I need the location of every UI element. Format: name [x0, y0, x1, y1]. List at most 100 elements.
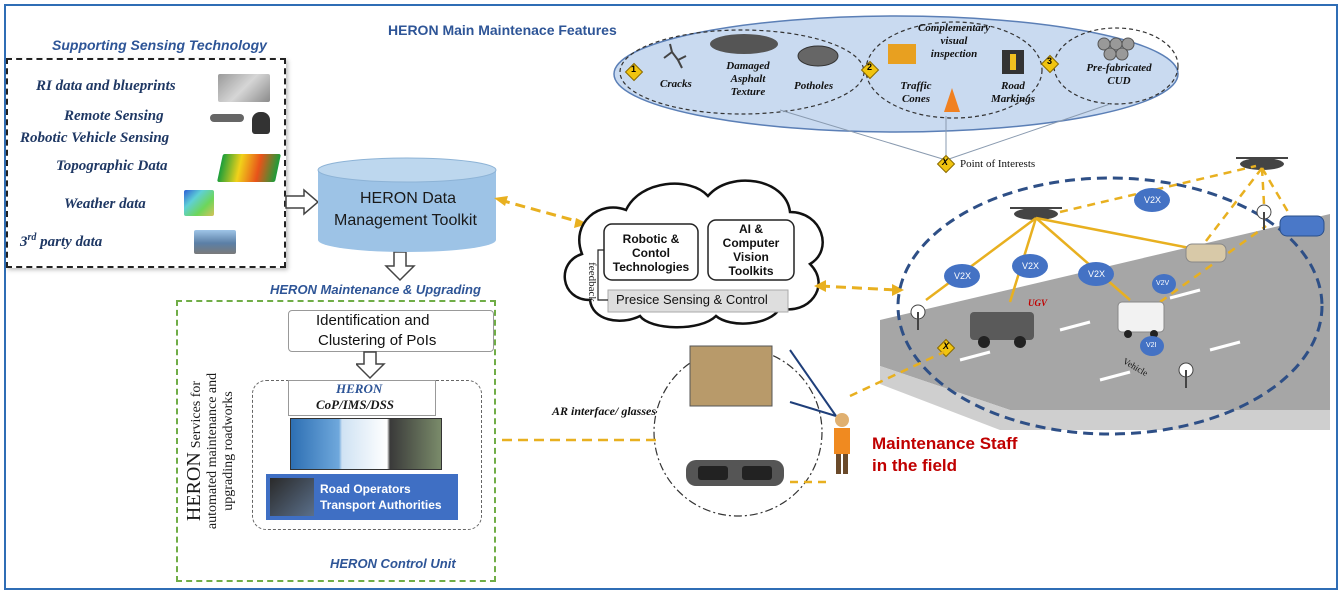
feedback-bracket: [597, 249, 608, 301]
asphalt-label: Damaged Asphalt Texture: [718, 60, 778, 99]
ai-line3: Vision: [733, 250, 769, 264]
markings-label: Road Markings: [988, 80, 1038, 106]
cud-line2: CUD: [1107, 75, 1131, 87]
cracks-image: [663, 43, 687, 69]
visual-line1: Complementary: [917, 22, 991, 34]
ugv-vehicle-icon: [970, 312, 1034, 348]
cop-label-box: [288, 380, 436, 416]
v2x-ellipse-2: [1012, 254, 1048, 278]
operators-line1: Road Operators: [320, 482, 411, 496]
badge-1: 1: [631, 64, 637, 74]
cloud-scene-arrowhead-right: [892, 284, 904, 296]
cud-group-ellipse: [1053, 27, 1179, 105]
ai-line4: Toolkits: [728, 264, 774, 278]
asphalt-line3: Texture: [730, 86, 766, 98]
ugv-label: UGV: [1028, 298, 1048, 308]
sensing-label: Presice Sensing & Control: [616, 292, 768, 307]
ar-interface-label: AR interface/ glasses: [552, 404, 656, 418]
third-party-image: [194, 230, 236, 254]
identification-line1: Identification and: [316, 312, 430, 329]
lane-marking-3: [1169, 288, 1201, 300]
visual-inspection-label: Complementary visual inspection: [904, 22, 1004, 61]
v2x-ellipse-1: [944, 264, 980, 288]
source-remote-sensing: Remote Sensing: [64, 108, 164, 124]
sensor-device-icon: [252, 112, 270, 134]
diagram-title: HERON Main Maintenace Features: [388, 22, 617, 38]
toolkit-cloud-link: [499, 198, 581, 224]
visual-line2: visual: [940, 35, 968, 47]
poi-line-right: [945, 103, 1111, 161]
staff-line1: Maintenance Staff: [872, 434, 1018, 453]
maintenance-heading: HERON Maintenance & Upgrading: [270, 282, 481, 297]
supporting-heading: Supporting Sensing Technology: [52, 37, 267, 53]
cud-hexagons-image: [1097, 37, 1135, 61]
asphalt-line1: Damaged: [726, 60, 770, 72]
v2x-label-1: V2X: [954, 271, 972, 281]
toolkit-cloud-arrowhead-right: [574, 218, 588, 228]
cud-line1: Pre-fabricated: [1086, 62, 1152, 74]
antenna-left-icon: [910, 304, 926, 330]
v2x-links: [925, 216, 1201, 303]
pothole-image: [797, 45, 839, 67]
ar-glasses-icon: [686, 460, 784, 486]
source-weather: Weather data: [64, 196, 146, 212]
toolkit-to-maintenance-arrow: [384, 251, 416, 282]
scene-poi-badge-letter: X: [943, 341, 950, 351]
lane-marking-1: [959, 350, 991, 362]
third-superscript: rd: [27, 232, 37, 243]
antenna-bottom-icon: [1178, 362, 1194, 388]
staff-line2: in the field: [872, 456, 957, 475]
antenna-right-icon: [1256, 204, 1272, 230]
cracks-label: Cracks: [660, 78, 692, 90]
sensing-box: [607, 289, 789, 313]
control-unit-label: HERON Control Unit: [330, 556, 456, 571]
maintenance-worker-icon: [834, 413, 850, 474]
road-surface: [880, 214, 1330, 410]
services-vertical-label: HERON Services for automated maintenance…: [183, 336, 237, 566]
dashboard-screens-image: [290, 418, 442, 470]
badge-3-icon: [1040, 54, 1060, 74]
v2v-ellipse: [1152, 274, 1176, 294]
poi-label: Point of Interests: [960, 158, 1036, 170]
sources-to-toolkit-arrow: [285, 188, 320, 216]
markings-line2: Markings: [990, 93, 1036, 105]
v2x-ellipse-3: [1078, 262, 1114, 286]
toolkit-line1: HERON Data: [360, 190, 457, 207]
v2i-ellipse: [1140, 336, 1164, 356]
van-vehicle-icon: [1117, 301, 1165, 338]
ar-to-staff-line: [789, 349, 837, 417]
services-line2: automated maintenance and: [205, 372, 220, 530]
traffic-cone-image: [944, 88, 960, 112]
potholes-label: Potholes: [794, 80, 834, 92]
lane-marking-4: [1099, 370, 1131, 382]
identification-to-cop-arrow: [356, 351, 386, 380]
robotic-label: Robotic & Contol Technologies: [604, 232, 698, 274]
markings-line1: Road: [1001, 80, 1025, 92]
car-blue-icon: [1279, 215, 1325, 237]
services-line3: upgrading roadworks: [221, 391, 236, 511]
robotic-box: [603, 223, 699, 281]
toolkit-line2: Management Toolkit: [334, 212, 477, 229]
v2x-label-4: V2X: [1144, 195, 1162, 205]
v2i-label: V2I: [1146, 342, 1157, 349]
cones-line2: Cones: [901, 93, 931, 105]
cones-label: Traffic Cones: [896, 80, 936, 106]
operators-line2: Transport Authorities: [320, 498, 442, 512]
staff-to-scene-link: [849, 350, 945, 398]
ar-to-staff-line-2: [789, 401, 837, 417]
drone-icon: [210, 114, 244, 122]
ai-line2: Computer: [722, 236, 780, 250]
badge-1-icon: [624, 62, 644, 82]
asphalt-line2: Asphalt: [730, 73, 766, 85]
source-topographic: Topographic Data: [56, 158, 168, 174]
ai-label: AI & Computer Vision Toolkits: [708, 222, 794, 278]
poi-line-left: [779, 109, 947, 161]
identification-line2: Clustering of PoIs: [318, 332, 437, 349]
cones-line1: Traffic: [900, 80, 932, 92]
source-third-party: 3rd party data: [20, 232, 102, 251]
third-number: 3: [20, 234, 28, 250]
poi-badge-letter: X: [942, 157, 949, 167]
badge-2-icon: [860, 60, 880, 80]
feedback-label: feedback: [585, 262, 598, 302]
